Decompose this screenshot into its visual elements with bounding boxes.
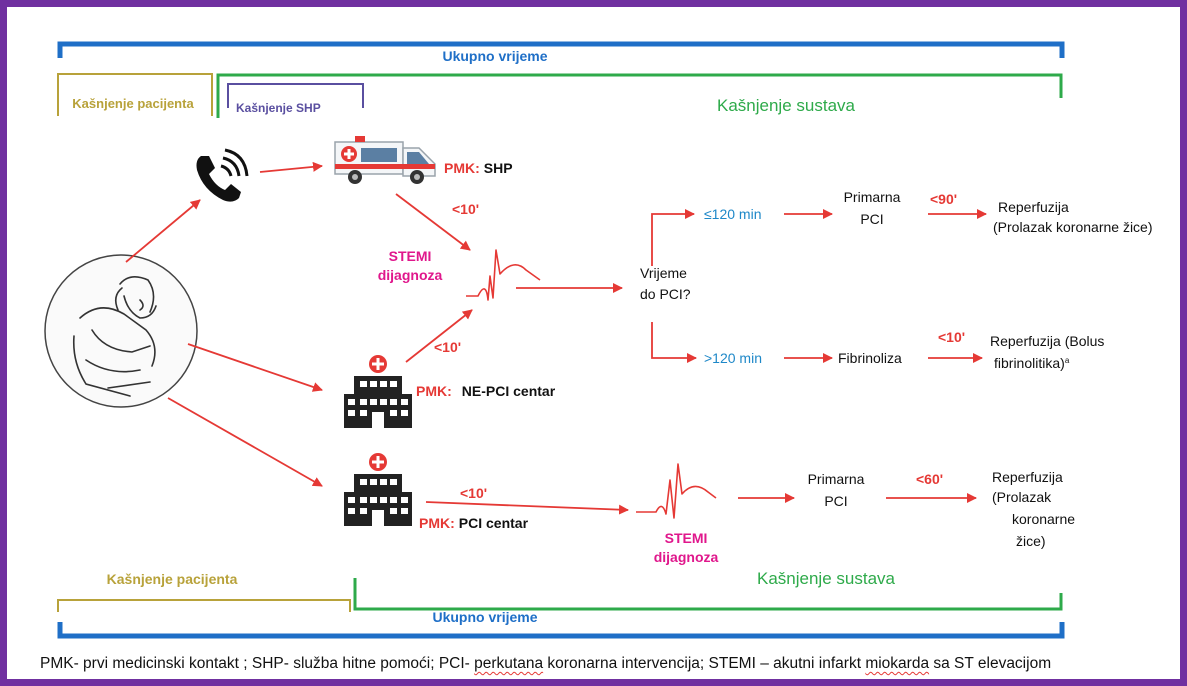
le-120-min-label: ≤120 min <box>704 206 762 222</box>
hospital-icon <box>344 355 412 428</box>
ambulance-icon <box>334 136 436 184</box>
patient-icon <box>44 254 198 408</box>
total-time-bracket-bottom <box>57 622 1065 639</box>
total-time-bracket-top <box>57 41 1065 58</box>
flow-arrows <box>125 161 987 515</box>
fibrinolysis-label: Fibrinoliza <box>838 350 902 366</box>
ecg-icon <box>636 463 717 519</box>
time-ems-to-diagnosis: <10' <box>452 201 479 217</box>
phone-icon <box>196 148 249 202</box>
time-to-reperfusion-fibrinolysis: <10' <box>938 329 965 345</box>
reperfusion-label: Reperfuzija(Prolazak koronarne žice) <box>993 199 1153 235</box>
time-to-reperfusion-90: <90' <box>930 191 957 207</box>
time-to-reperfusion-60: <60' <box>916 471 943 487</box>
gt-120-min-label: >120 min <box>704 350 762 366</box>
system-delay-label-top: Kašnjenje sustava <box>717 96 856 115</box>
fmc-non-pci-label: PMK:NE-PCI centar <box>416 383 556 399</box>
patient-delay-bracket-bottom <box>57 599 351 612</box>
patient-delay-label-bottom: Kašnjenje pacijenta <box>107 571 238 587</box>
system-delay-bracket-top <box>216 73 1063 118</box>
time-nonpci-to-diagnosis: <10' <box>434 339 461 355</box>
system-delay-label-bottom: Kašnjenje sustava <box>757 569 896 588</box>
fmc-ems-label: PMK:SHP <box>444 160 513 176</box>
patient-delay-bracket-top <box>57 73 213 116</box>
fmc-pci-label: PMK:PCI centar <box>419 515 529 531</box>
system-delay-bracket-bottom <box>353 578 1063 611</box>
time-pci-to-diagnosis: <10' <box>460 485 487 501</box>
hospital-icon <box>344 453 412 526</box>
ecg-icon <box>466 249 541 301</box>
figure-caption: PMK- prvi medicinski kontakt ; SHP- služ… <box>40 655 1052 672</box>
total-time-label-bottom: Ukupno vrijeme <box>432 609 537 625</box>
ems-delay-bracket <box>227 83 364 108</box>
total-time-label-top: Ukupno vrijeme <box>442 48 547 64</box>
ems-delay-label: Kašnjenje SHP <box>236 101 321 115</box>
patient-delay-label-top: Kašnjenje pacijenta <box>72 96 194 111</box>
